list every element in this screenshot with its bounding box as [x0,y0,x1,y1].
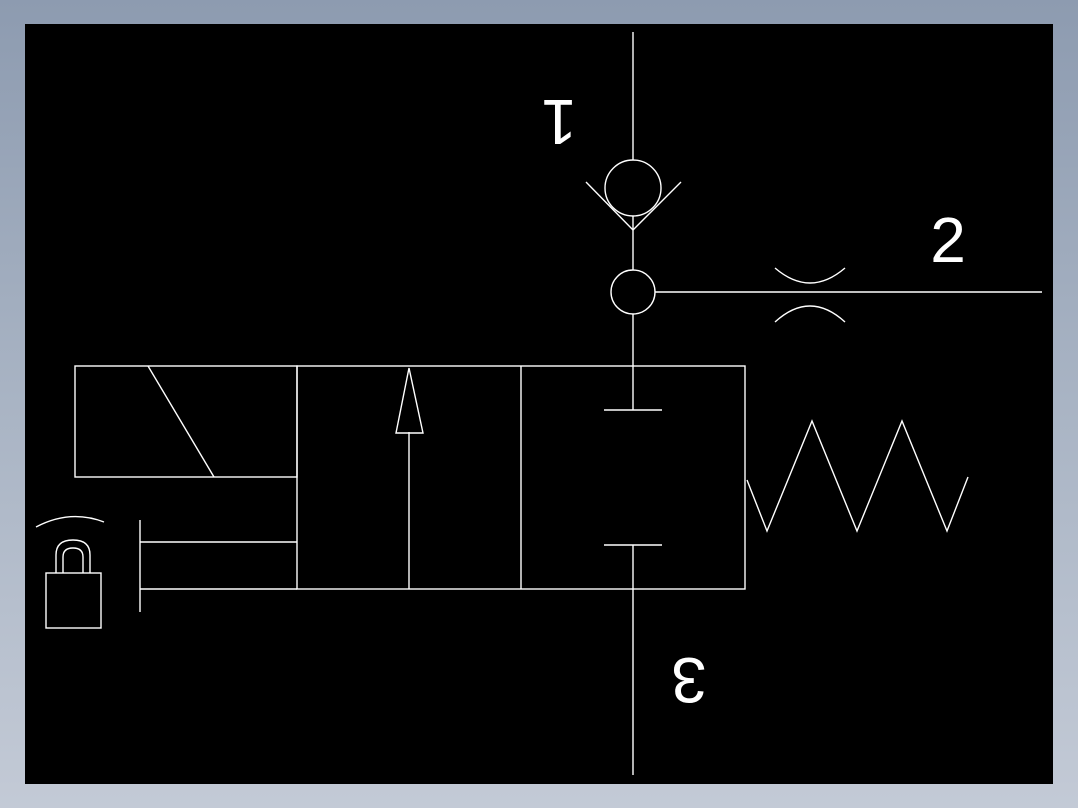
return-spring [746,419,969,533]
restrictor-arc-top [774,267,846,284]
junction-node [610,269,656,315]
padlock-body-icon [45,572,102,629]
check-valve-ball [604,159,662,217]
solenoid-coil-diagonal [147,365,215,478]
solenoid-operator [74,365,298,478]
position-left-flow [395,367,424,589]
padlock-shackle-icon [55,539,91,573]
port-3-label: 3 [671,644,707,716]
lock-arc [35,515,105,528]
valve-body [296,365,746,590]
cad-viewport[interactable]: 1 2 3 [25,24,1053,784]
port-2-label: 2 [930,204,966,276]
solenoid-box [74,365,298,478]
flow-arrow-head [395,367,424,434]
position-right-blocked [604,366,662,589]
padlock-shackle-inner [62,547,84,573]
port-1-label: 1 [541,86,577,158]
manual-override-lock [35,515,297,629]
restrictor-arc-bottom [774,305,846,323]
flow-restrictor [774,267,846,323]
valve-schematic: 1 2 3 [35,32,1042,775]
check-valve [585,159,682,270]
